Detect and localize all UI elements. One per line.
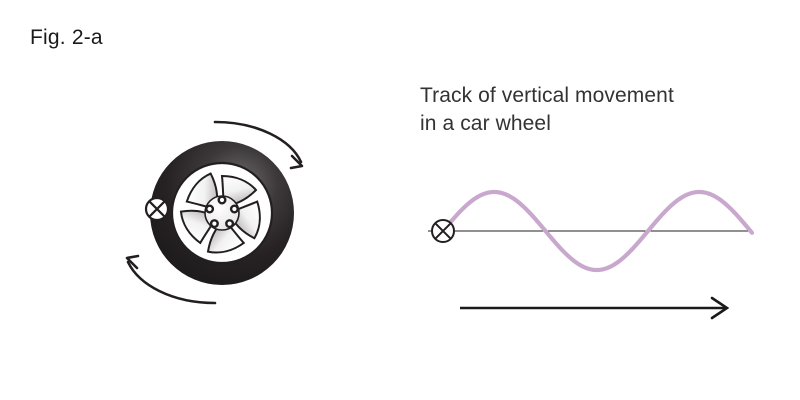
caption-line-1: Track of vertical movement [420,84,674,107]
tire-outer [150,141,294,285]
x-glyph [435,223,451,239]
diagram-caption: Track of vertical movement in a car whee… [420,82,760,137]
valve-marker-on-wheel [144,196,170,222]
lug-bolt [225,219,235,229]
valve-marker-on-wave [431,219,455,243]
circled-x-icon [431,219,455,243]
lug-bolts [205,195,239,229]
rotation-arc-top [213,120,303,164]
lug-bolt [217,195,227,205]
vertical-movement-chart [428,189,755,320]
spoke-window [220,174,258,208]
rotation-arrow-bottom [125,254,217,305]
lug-bolt [205,204,215,214]
circled-x-icon [144,196,170,222]
spoke-window [227,200,261,240]
x-glyph [149,201,165,217]
rotation-arc-bottom [126,260,217,305]
caption-line-2: in a car wheel [420,111,551,135]
car-wheel-illustration [125,120,304,305]
figure-label: Fig. 2-a [30,26,103,49]
spoke-window [179,209,218,245]
rim-spoke-windows [179,172,261,254]
arrowhead-bottom [125,254,140,270]
wheel-hub [204,195,240,231]
rim-face [170,161,274,265]
spoke-window [185,172,219,211]
travel-arrowhead [710,296,730,320]
rotation-arrow-top [213,120,304,170]
vertical-movement-trace [440,189,755,273]
direction-of-travel-arrow [460,296,730,320]
arrowhead-top [289,154,304,170]
lug-bolt [229,204,239,214]
spoke-window [206,218,246,254]
lug-bolt [209,219,219,229]
